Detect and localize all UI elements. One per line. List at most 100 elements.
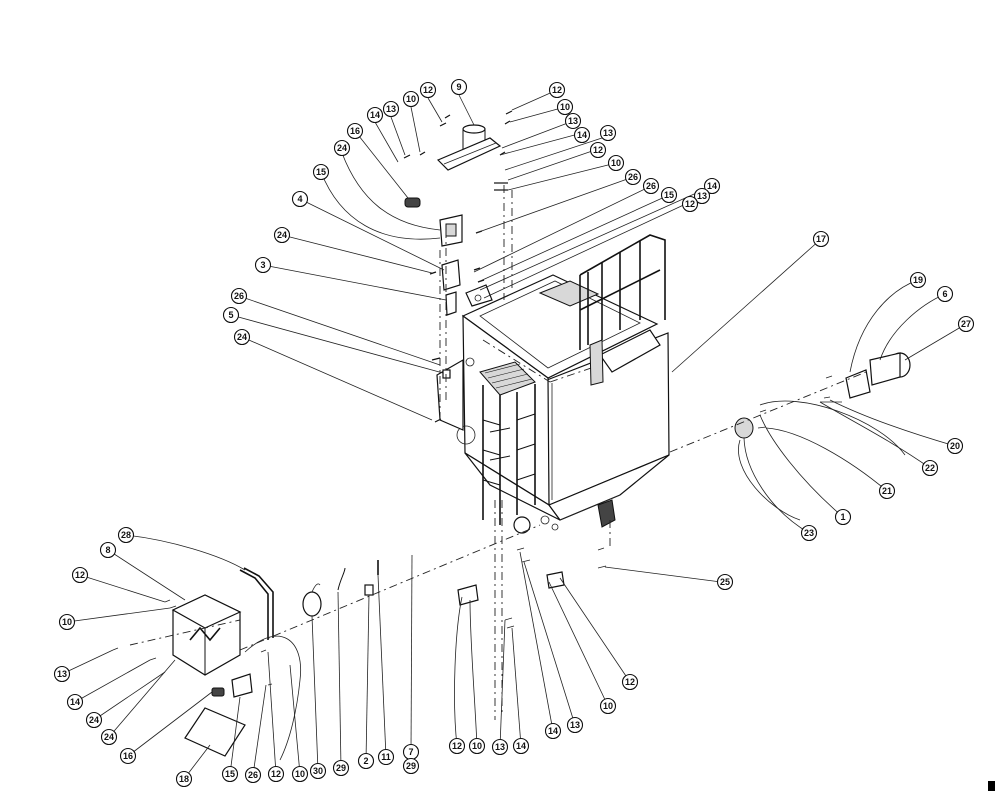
callout-circle [703, 177, 721, 195]
callout-label: 13 [697, 191, 707, 201]
callout-label: 15 [316, 167, 326, 177]
callout-label: 22 [925, 463, 935, 473]
callout-25: 25 [716, 573, 734, 591]
callout-10: 10 [291, 765, 309, 783]
callout-19: 19 [909, 271, 927, 289]
callout-circle [117, 526, 135, 544]
callout-12: 12 [267, 765, 285, 783]
callout-label: 12 [271, 769, 281, 779]
callout-10: 10 [58, 613, 76, 631]
callout-circle [564, 112, 582, 130]
callout-circle [291, 765, 309, 783]
callout-label: 10 [603, 701, 613, 711]
callout-label: 7 [408, 747, 413, 757]
callout-circle [450, 78, 468, 96]
callout-label: 18 [179, 774, 189, 784]
callout-circle [53, 665, 71, 683]
callout-label: 10 [295, 769, 305, 779]
callout-circle [230, 287, 248, 305]
callout-2: 2 [357, 752, 375, 770]
callout-circle [119, 747, 137, 765]
callout-14: 14 [66, 693, 84, 711]
callout-label: 15 [225, 769, 235, 779]
callout-13: 13 [599, 124, 617, 142]
callout-circle [333, 139, 351, 157]
callout-circle [291, 190, 309, 208]
callout-label: 19 [913, 275, 923, 285]
callout-label: 27 [961, 319, 971, 329]
callout-label: 4 [297, 194, 302, 204]
callout-circle [332, 759, 350, 777]
callout-5: 5 [222, 306, 240, 324]
callout-13: 13 [491, 738, 509, 756]
callout-30: 30 [309, 762, 327, 780]
callout-10: 10 [607, 154, 625, 172]
callout-circle [377, 748, 395, 766]
callout-circle [222, 306, 240, 324]
callout-label: 26 [248, 770, 258, 780]
callout-circle [99, 541, 117, 559]
callout-circle [607, 154, 625, 172]
callout-14: 14 [512, 737, 530, 755]
callout-12: 12 [419, 81, 437, 99]
callout-label: 16 [350, 126, 360, 136]
callout-26: 26 [244, 766, 262, 784]
callout-label: 10 [472, 741, 482, 751]
callout-12: 12 [589, 141, 607, 159]
callout-circle [366, 106, 384, 124]
callout-circle [548, 81, 566, 99]
ladder [479, 361, 536, 525]
callout-15: 15 [660, 186, 678, 204]
callout-label: 3 [260, 260, 265, 270]
callout-label: 14 [707, 181, 717, 191]
callout-circle [544, 722, 562, 740]
callout-circle [556, 98, 574, 116]
callout-23: 23 [800, 524, 818, 542]
corner-registration-mark [988, 781, 995, 791]
callout-circle [175, 770, 193, 788]
callout-label: 29 [406, 761, 416, 771]
callout-4: 4 [291, 190, 309, 208]
callout-label: 12 [452, 741, 462, 751]
callout-circle [599, 697, 617, 715]
bottom-parts [239, 500, 611, 720]
callout-label: 12 [75, 570, 85, 580]
callout-10: 10 [556, 98, 574, 116]
callout-13: 13 [53, 665, 71, 683]
callout-label: 12 [685, 199, 695, 209]
callout-circle [599, 124, 617, 142]
callout-label: 28 [121, 530, 131, 540]
callout-11: 11 [377, 748, 395, 766]
callout-label: 13 [570, 720, 580, 730]
callout-24: 24 [333, 139, 351, 157]
callout-circle [566, 716, 584, 734]
callout-12: 12 [681, 195, 699, 213]
callout-circle [812, 230, 830, 248]
callout-label: 25 [720, 577, 730, 587]
callout-circle [468, 737, 486, 755]
callout-label: 30 [313, 766, 323, 776]
callout-label: 13 [603, 128, 613, 138]
callout-circle [660, 186, 678, 204]
callout-12: 12 [621, 673, 639, 691]
callout-13: 13 [693, 187, 711, 205]
callout-13: 13 [564, 112, 582, 130]
callout-label: 13 [568, 116, 578, 126]
callout-14: 14 [703, 177, 721, 195]
callout-circle [448, 737, 466, 755]
callout-24: 24 [85, 711, 103, 729]
callout-18: 18 [175, 770, 193, 788]
callout-9: 9 [450, 78, 468, 96]
callout-circle [800, 524, 818, 542]
callout-14: 14 [366, 106, 384, 124]
callout-label: 13 [495, 742, 505, 752]
callout-label: 26 [646, 181, 656, 191]
callout-label: 24 [337, 143, 347, 153]
right-parts [669, 352, 911, 521]
callout-circle [66, 693, 84, 711]
callout-circle [716, 573, 734, 591]
callout-label: 13 [57, 669, 67, 679]
callout-8: 8 [99, 541, 117, 559]
